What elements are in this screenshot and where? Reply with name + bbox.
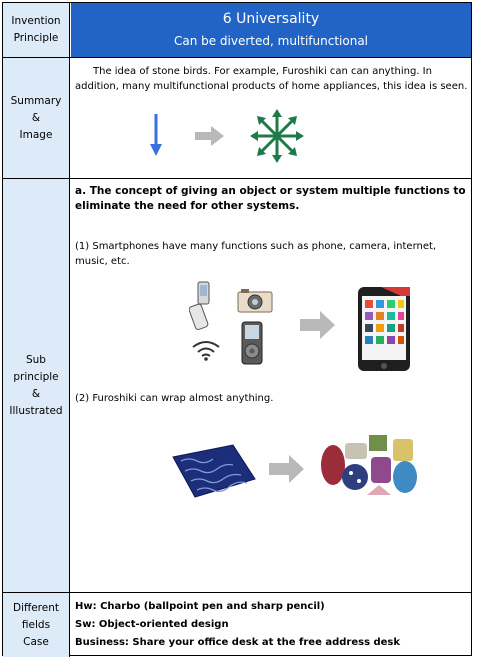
multi-direction-arrow-icon: [250, 109, 304, 163]
sub-principle-label: Sub principle & Illustrated: [3, 179, 70, 592]
smartphone-icon: [358, 287, 410, 371]
right-arrow-icon: [300, 311, 335, 339]
different-fields-row: Different fields Case Hw: Charbo (ballpo…: [3, 593, 471, 657]
case-software: Sw: Object-oriented design: [75, 619, 229, 630]
header-row: Invention Principle 6 Universality Can b…: [3, 3, 471, 58]
down-arrow-icon: [150, 114, 162, 156]
summary-label: Summary & Image: [3, 58, 70, 178]
invention-principle-label: Invention Principle: [3, 3, 70, 57]
sub-principle-row: Sub principle & Illustrated a. The conce…: [3, 179, 471, 593]
camera-icon: [237, 289, 273, 313]
wifi-icon: [192, 341, 220, 361]
different-fields-label: Different fields Case: [3, 593, 70, 657]
case-hardware: Hw: Charbo (ballpoint pen and sharp penc…: [75, 601, 325, 612]
sub-principle-cell: a. The concept of giving an object or sy…: [71, 179, 471, 592]
summary-row: Summary & Image The idea of stone birds.…: [3, 58, 471, 179]
concept-text: a. The concept of giving an object or sy…: [75, 185, 466, 212]
music-player-icon: [241, 321, 263, 365]
right-arrow-icon: [195, 126, 224, 146]
summary-cell: The idea of stone birds. For example, Fu…: [71, 58, 471, 178]
different-fields-cell: Hw: Charbo (ballpoint pen and sharp penc…: [71, 593, 471, 657]
summary-text: The idea of stone birds. For example, Fu…: [75, 66, 468, 92]
flip-phone-icon: [189, 281, 210, 330]
principle-subtitle: Can be diverted, multifunctional: [173, 34, 369, 48]
case-business: Business: Share your office desk at the …: [75, 637, 401, 648]
right-arrow-icon: [269, 455, 304, 483]
principle-title: 6 Universality: [222, 11, 320, 27]
furoshiki-cloth-icon: [172, 444, 256, 498]
example-smartphone-text: (1) Smartphones have many functions such…: [75, 241, 437, 267]
header-cell: 6 Universality Can be diverted, multifun…: [71, 3, 471, 57]
example-furoshiki-text: (2) Furoshiki can wrap almost anything.: [75, 393, 274, 404]
wrapped-items-icon: [321, 435, 417, 495]
principle-sheet: Invention Principle 6 Universality Can b…: [2, 2, 472, 657]
